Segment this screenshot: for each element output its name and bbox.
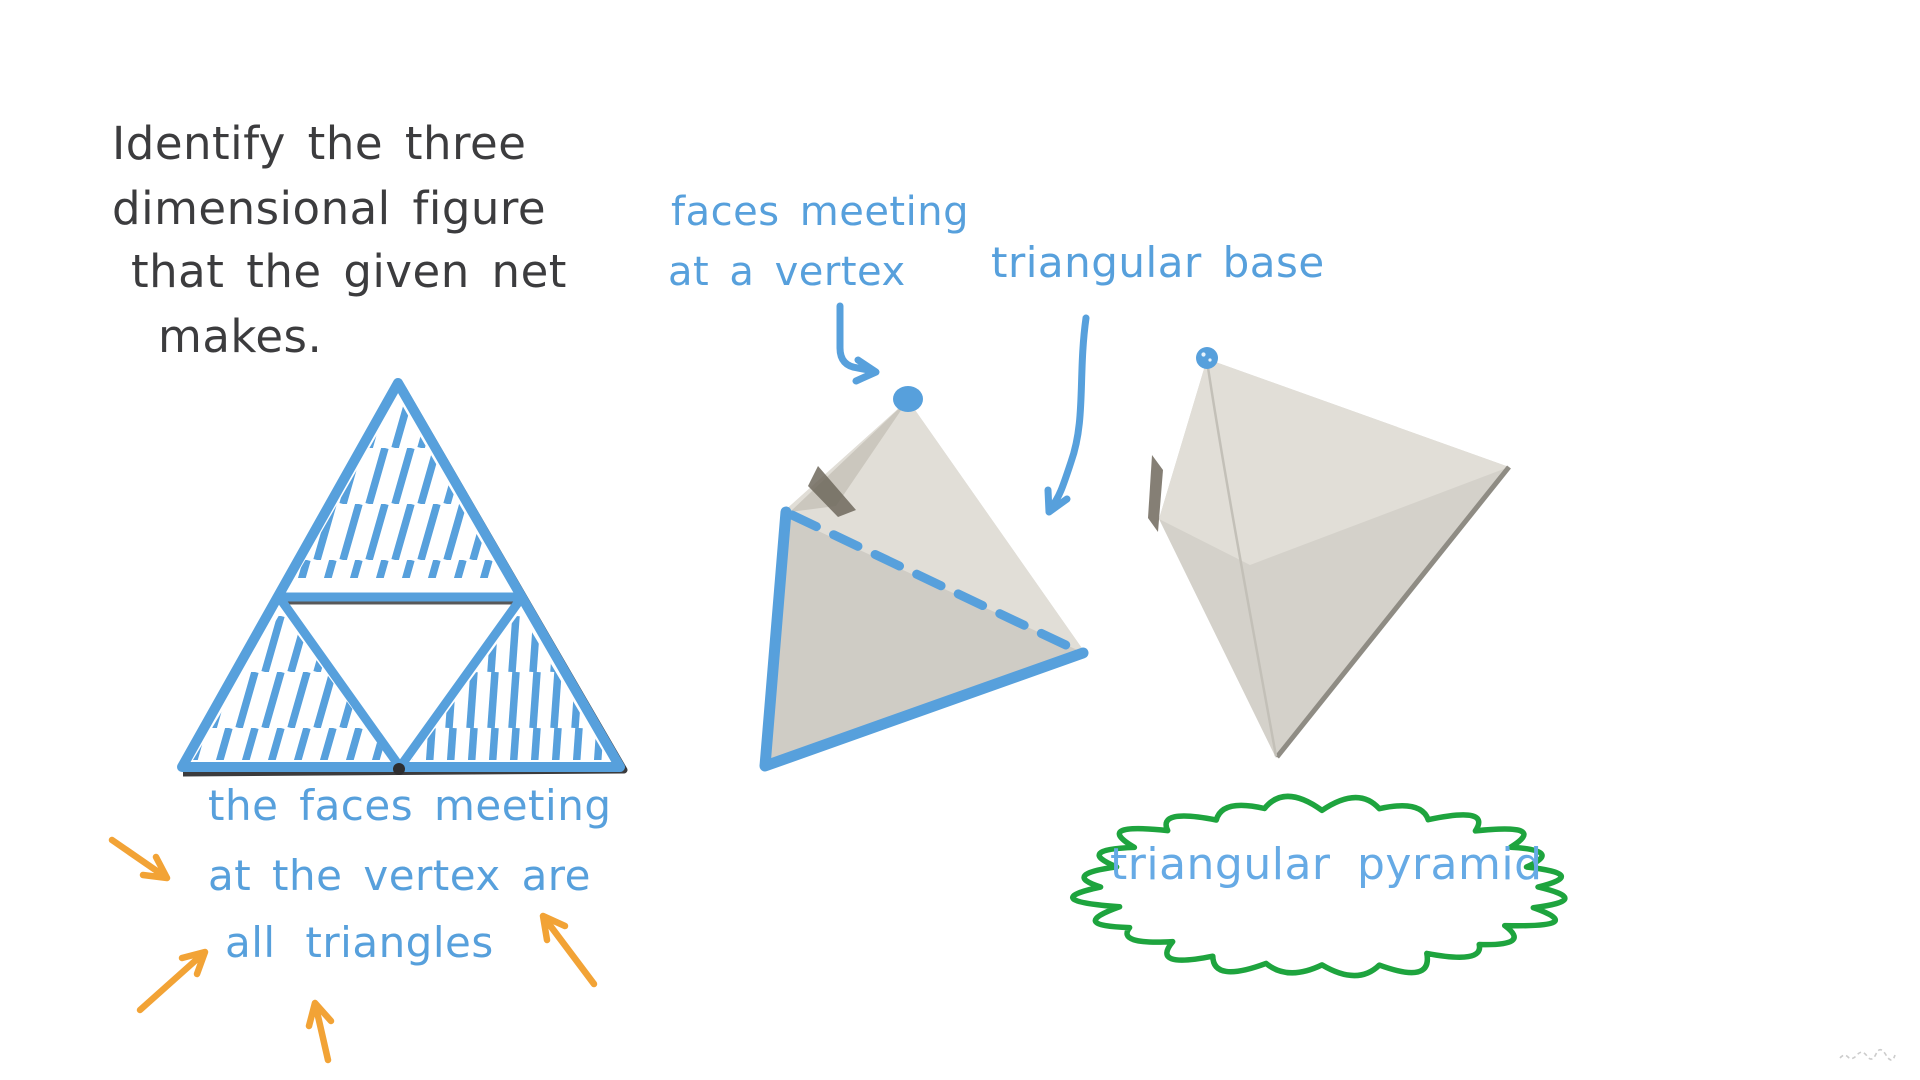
question-line-4: makes. bbox=[158, 310, 323, 363]
net-fold-lines bbox=[274, 592, 527, 772]
answer-label: triangular pyramid bbox=[1110, 839, 1543, 890]
net-caption-line-1: the faces meeting bbox=[208, 781, 612, 830]
question-line-3: that the given net bbox=[131, 245, 567, 298]
orange-arrow-right bbox=[539, 912, 598, 988]
vertex-arrow bbox=[836, 302, 878, 375]
orange-arrow-bottom bbox=[305, 999, 335, 1064]
orange-arrow-lower-left bbox=[136, 948, 209, 1014]
vertex-dot-2-highlight bbox=[1201, 352, 1206, 357]
base-arrow bbox=[1047, 314, 1090, 512]
pyramid-2-left-crease bbox=[1148, 455, 1163, 532]
pyramid-2-photo bbox=[1148, 347, 1511, 759]
vertex-label-line-1: faces meeting bbox=[671, 189, 969, 235]
question-line-2: dimensional figure bbox=[112, 182, 547, 235]
question-line-1: Identify the three bbox=[112, 117, 527, 170]
base-label: triangular base bbox=[991, 238, 1325, 287]
net-diagram bbox=[177, 378, 628, 777]
net-hatch-left-face bbox=[193, 612, 390, 760]
net-caption-line-3: all triangles bbox=[225, 918, 494, 967]
net-ink-blot bbox=[393, 763, 405, 775]
base-arrow-head bbox=[1044, 486, 1071, 516]
base-outline-solid bbox=[759, 506, 1089, 772]
pyramid-1-crease bbox=[808, 466, 856, 517]
vertex-dot-2-highlight-2 bbox=[1208, 358, 1212, 362]
net-hatch-top-face bbox=[295, 398, 502, 578]
vertex-arrow-head bbox=[852, 356, 880, 385]
net-caption-line-2: at the vertex are bbox=[208, 851, 591, 900]
vertex-dot-1 bbox=[893, 386, 923, 412]
pyramid-2-fold-line bbox=[1205, 360, 1278, 757]
pyramid-2-right-edge-shadow bbox=[1275, 465, 1511, 759]
pyramid-1-photo bbox=[759, 386, 1089, 772]
orange-arrow-upper-left bbox=[108, 836, 171, 882]
faint-watermark-scribble bbox=[1839, 1048, 1896, 1061]
pyramid-2-top-face bbox=[1159, 359, 1509, 565]
base-outline-hidden-dashed bbox=[787, 510, 1075, 652]
vertex-dot-2 bbox=[1196, 347, 1218, 369]
answer-cloud bbox=[1070, 793, 1568, 979]
vertex-label-line-2: at a vertex bbox=[668, 249, 906, 295]
net-hatch-right-face bbox=[412, 612, 608, 760]
pyramid-1-front-face bbox=[766, 514, 1086, 768]
